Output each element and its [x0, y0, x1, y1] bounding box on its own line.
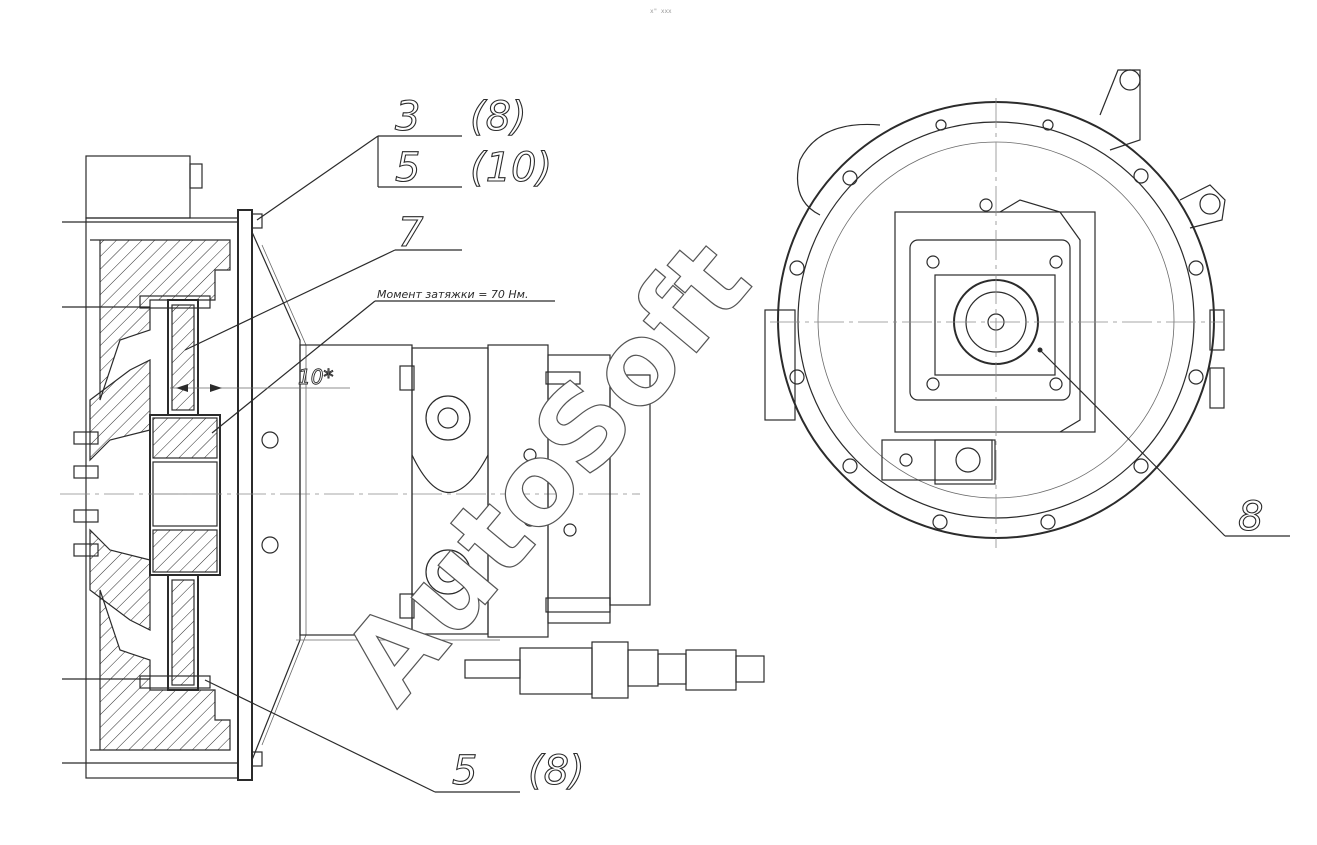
callout-8-position: 8 — [1238, 494, 1263, 540]
callout-3-position: 3 — [395, 94, 420, 140]
callout-3-quantity: (8) — [470, 94, 527, 140]
callout-leaders — [170, 135, 1290, 793]
callout-5-lower-quantity: (8) — [528, 748, 585, 794]
callout-5-quantity: (10) — [470, 145, 552, 191]
side-section-view — [60, 155, 640, 781]
front-view — [764, 69, 1226, 548]
callout-7-position: 7 — [398, 210, 424, 256]
flange-plate — [237, 209, 253, 781]
angle-dimension: 10* — [298, 365, 333, 389]
elastic-element-lower — [167, 574, 199, 691]
elastic-element-upper — [167, 299, 199, 416]
torque-note: Момент затяжки = 70 Нм. — [377, 288, 528, 301]
header-mark: x" xxx — [650, 8, 672, 15]
callout-5-position: 5 — [395, 145, 420, 191]
top-bracket-box — [85, 155, 191, 219]
callout-5-lower-position: 5 — [452, 748, 477, 794]
pump-side-view — [296, 344, 765, 699]
